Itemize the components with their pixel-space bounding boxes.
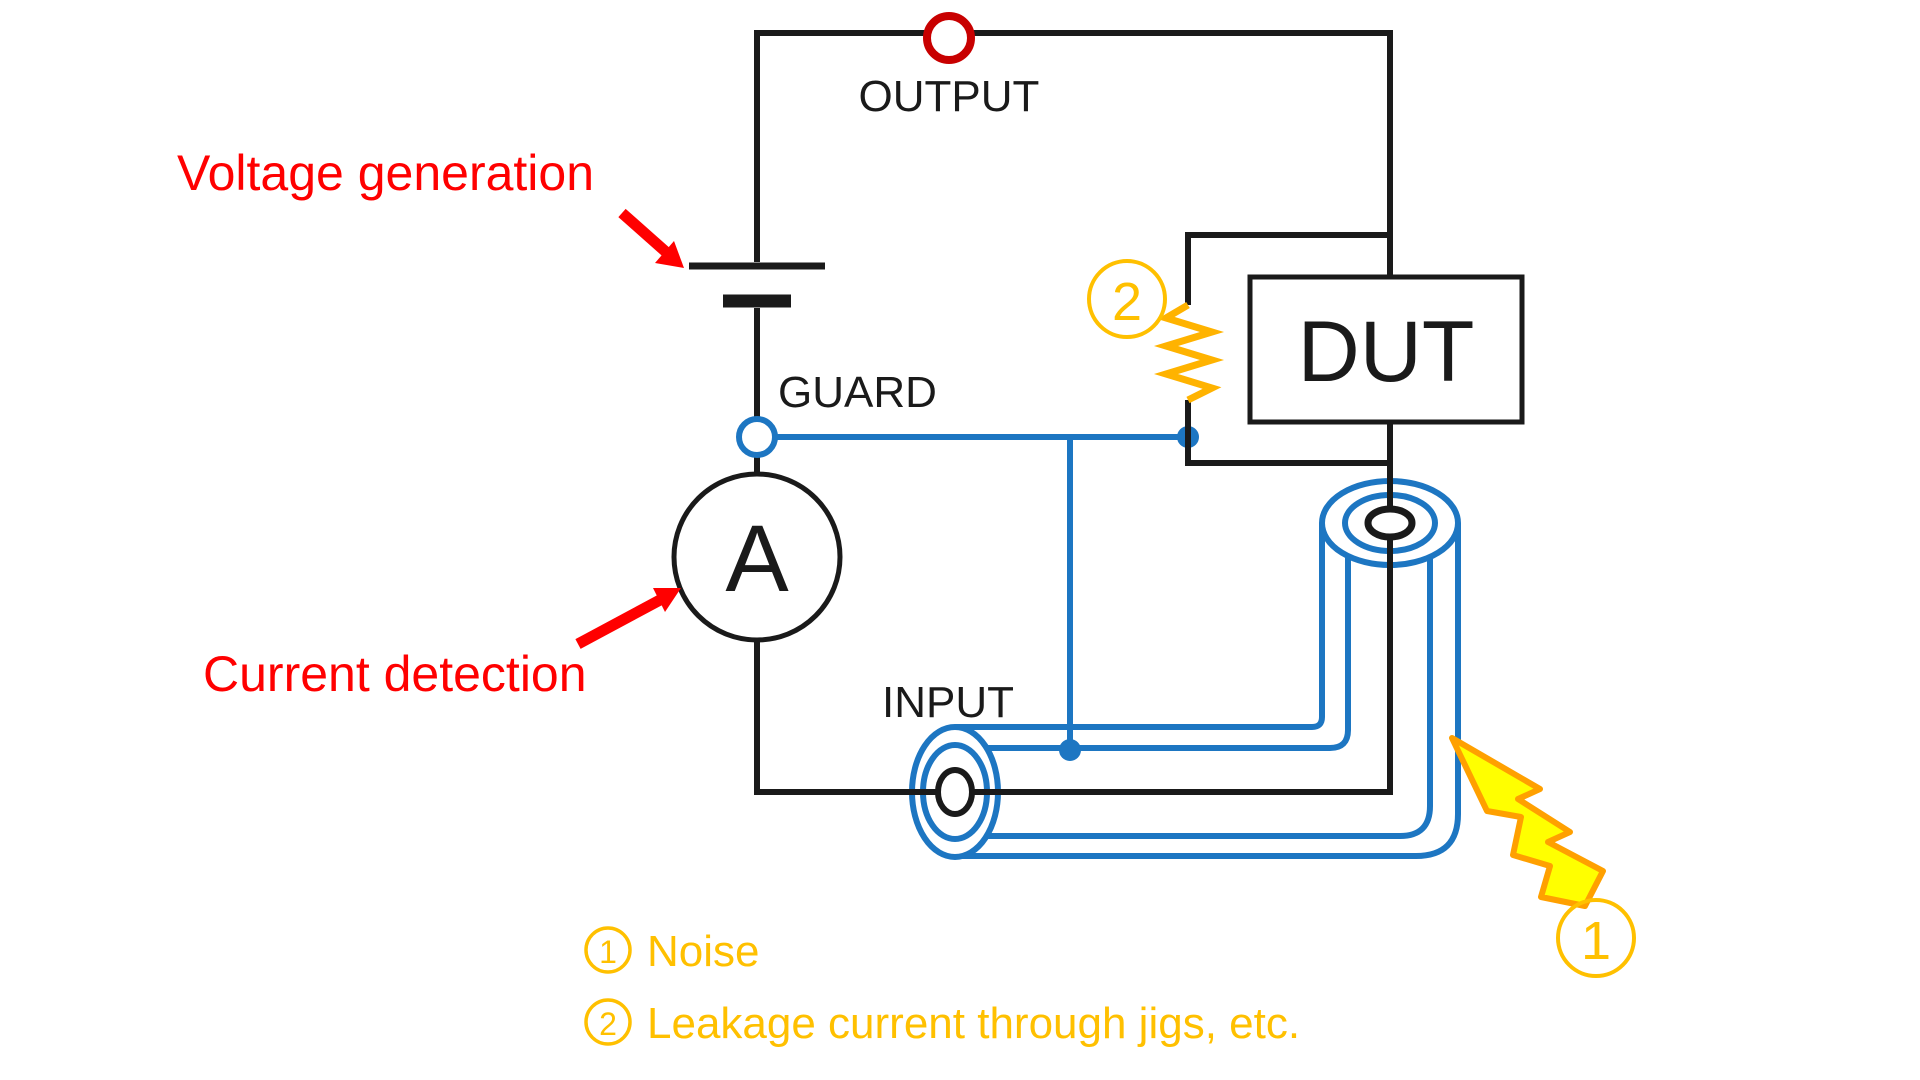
amber-callouts: 1 2 bbox=[1087, 259, 1636, 978]
legend-noise-text: Noise bbox=[647, 927, 760, 976]
noise-callout-number: 1 bbox=[1581, 911, 1611, 971]
black-circuit-wiring bbox=[689, 30, 1393, 795]
guard-terminal-circle bbox=[736, 416, 778, 458]
guard-and-coax-cabling bbox=[775, 426, 1461, 859]
leakage-callout-number: 2 bbox=[1112, 272, 1142, 332]
current-detection-arrow bbox=[575, 588, 681, 649]
legend-noise-number: 1 bbox=[599, 934, 617, 970]
output-label: OUTPUT bbox=[859, 72, 1040, 121]
leakage-resistor-icon bbox=[1153, 301, 1225, 404]
dut-label: DUT bbox=[1298, 304, 1475, 400]
input-label: INPUT bbox=[882, 678, 1014, 727]
battery-icon bbox=[689, 262, 825, 308]
noise-callout-marker: 1 bbox=[1556, 898, 1636, 978]
jig-loop-wire bbox=[1185, 232, 1390, 466]
legend: 1 Noise 2 Leakage current through jigs, … bbox=[584, 926, 1300, 1048]
coax-cable-line-outer-bottom bbox=[955, 523, 1461, 859]
ammeter-circle bbox=[671, 471, 843, 643]
input-connector-center-pin bbox=[935, 767, 975, 817]
dut-box: DUT bbox=[1247, 274, 1525, 425]
ammeter-letter: A bbox=[725, 506, 789, 612]
dut-connector-center-pin bbox=[1364, 505, 1416, 541]
voltage-generation-arrow bbox=[618, 208, 684, 268]
coax-cable-line-inner-bottom bbox=[955, 523, 1433, 839]
voltage-generation-label: Voltage generation bbox=[177, 145, 594, 201]
terminal-labels: OUTPUT GUARD INPUT bbox=[778, 72, 1039, 727]
guard-label: GUARD bbox=[778, 368, 937, 417]
top-circuit-wire bbox=[754, 30, 1393, 277]
coax-cable-line-outer-top bbox=[955, 523, 1325, 730]
guard-shield-junction-dot bbox=[1059, 739, 1081, 761]
leakage-callout-marker: 2 bbox=[1087, 259, 1167, 339]
legend-item-leakage: 2 Leakage current through jigs, etc. bbox=[584, 998, 1300, 1048]
ammeter: A bbox=[671, 471, 843, 643]
legend-leakage-text: Leakage current through jigs, etc. bbox=[647, 999, 1300, 1048]
legend-leakage-number: 2 bbox=[599, 1006, 617, 1042]
legend-item-noise: 1 Noise bbox=[584, 926, 760, 976]
red-annotations: Voltage generation Current detection bbox=[177, 145, 684, 702]
current-detection-label: Current detection bbox=[203, 646, 587, 702]
dut-box-rect bbox=[1247, 274, 1525, 425]
output-terminal-circle bbox=[923, 12, 975, 64]
coax-cable-line-inner-top bbox=[955, 523, 1351, 751]
noise-bolt-icon bbox=[1449, 735, 1606, 909]
bottom-circuit-wire bbox=[754, 422, 1393, 795]
